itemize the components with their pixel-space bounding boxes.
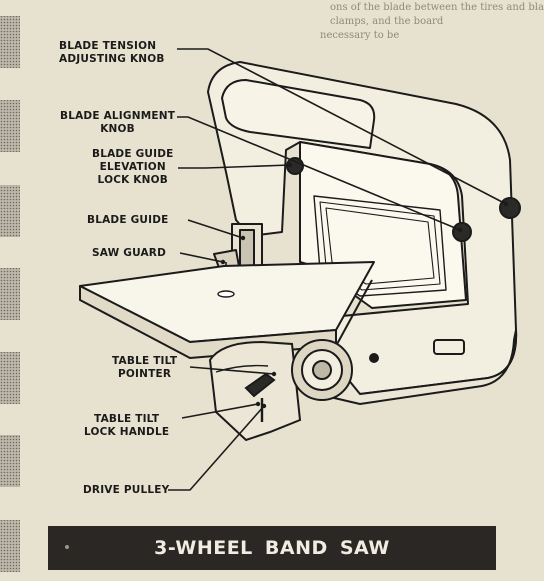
label-table-tilt-pointer: TABLE TILT POINTER bbox=[112, 355, 177, 381]
edge-tabs bbox=[0, 16, 20, 572]
label-saw-guard: SAW GUARD bbox=[92, 247, 167, 259]
bullet-icon bbox=[65, 545, 69, 549]
blade-alignment-knob bbox=[452, 222, 472, 242]
label-line: BLADE GUIDE bbox=[92, 148, 174, 160]
leader-arrowheads bbox=[220, 162, 509, 409]
caption-banner: 3-WHEEL BAND SAW bbox=[48, 526, 496, 570]
label-line: TABLE TILT bbox=[112, 355, 178, 367]
label-line: ADJUSTING KNOB bbox=[59, 53, 165, 65]
label-drive-pulley: DRIVE PULLEY bbox=[83, 484, 170, 496]
background-text-line: ons of the blade between the tires and b… bbox=[330, 2, 544, 13]
label-line: KNOB bbox=[100, 123, 135, 135]
blade-tension-knob bbox=[499, 197, 521, 219]
label-line: ELEVATION bbox=[99, 161, 166, 173]
background-text-line: clamps, and the board bbox=[330, 16, 444, 27]
background-text-line: necessary to be bbox=[320, 30, 400, 41]
label-blade-alignment-knob: BLADE ALIGNMENT KNOB bbox=[60, 110, 175, 136]
label-line: POINTER bbox=[118, 368, 172, 380]
label-line: TABLE TILT bbox=[94, 413, 160, 425]
label-line: LOCK HANDLE bbox=[84, 426, 170, 438]
label-blade-tension-adjusting-knob: BLADE TENSION ADJUSTING KNOB bbox=[59, 40, 165, 66]
drive-assembly bbox=[208, 339, 353, 442]
blade-guide-lock-knob bbox=[286, 157, 304, 175]
label-line: LOCK KNOB bbox=[97, 174, 168, 186]
label-blade-guide: BLADE GUIDE bbox=[87, 214, 169, 226]
caption-title: 3-WHEEL BAND SAW bbox=[154, 537, 390, 559]
label-blade-guide-elevation-lock-knob: BLADE GUIDE ELEVATION LOCK KNOB bbox=[92, 148, 174, 187]
label-line: BLADE ALIGNMENT bbox=[60, 110, 176, 122]
label-table-tilt-lock-handle: TABLE TILT LOCK HANDLE bbox=[84, 413, 169, 439]
leader-lines bbox=[168, 48, 507, 491]
label-line: BLADE TENSION bbox=[59, 40, 157, 52]
